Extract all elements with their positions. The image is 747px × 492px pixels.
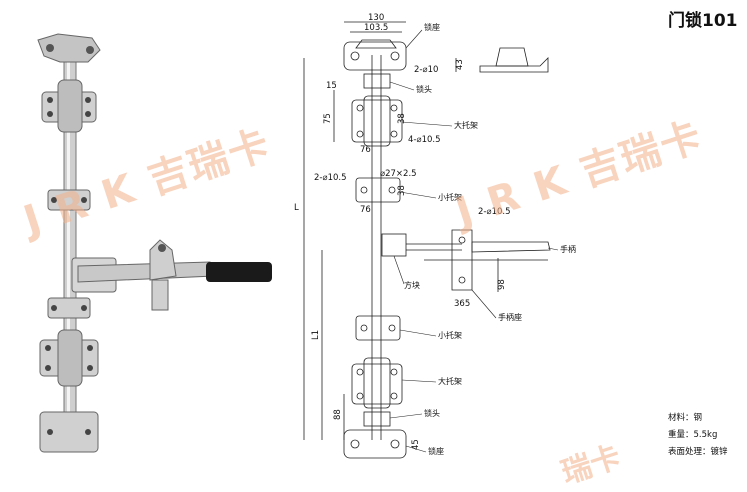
page-title: 门锁101 <box>668 11 738 31</box>
spec-weight: 重量：5.5kg <box>668 430 718 440</box>
label-square-block: 方块 <box>404 280 420 290</box>
label-small-bracket-mid: 小托架 <box>438 330 462 340</box>
technical-drawing: 130 103.5 2-⌀10 43 15 75 38 4-⌀10.5 76 2… <box>37 13 576 459</box>
label-big-bracket-bottom: 大托架 <box>438 376 462 386</box>
dim-38-top: 38 <box>397 113 407 124</box>
dim-45: 45 <box>411 439 421 450</box>
spec-material: 材料：钢 <box>668 413 703 423</box>
label-small-bracket-top: 小托架 <box>438 192 462 202</box>
label-lock-head-bottom: 锁头 <box>424 408 440 418</box>
dim-88: 88 <box>333 409 343 420</box>
dim-365: 365 <box>454 299 470 309</box>
product-photo <box>37 33 272 453</box>
label-lock-seat-top: 锁座 <box>424 22 440 32</box>
dim-tube: ⌀27×2.5 <box>380 169 417 179</box>
dim-L1: L1 <box>311 330 321 340</box>
dim-98: 98 <box>497 279 507 290</box>
spec-block: 材料：钢 重量：5.5kg 表面处理：镀锌 <box>668 410 728 461</box>
dim-L: L <box>294 203 299 213</box>
dim-76-small: 76 <box>360 205 371 215</box>
dim-103-5: 103.5 <box>364 23 388 33</box>
label-lock-seat-bottom: 锁座 <box>428 446 444 456</box>
label-lock-head-top: 锁头 <box>416 84 432 94</box>
dim-75: 75 <box>323 113 333 124</box>
dim-38-small: 38 <box>397 185 407 196</box>
label-handle: 手柄 <box>560 244 576 254</box>
dim-76-top: 76 <box>360 145 371 155</box>
label-big-bracket-top: 大托架 <box>454 120 478 130</box>
drawing-stage: J R K 吉瑞卡 J R K 吉瑞卡 瑞卡 <box>18 11 738 491</box>
dim-hole-2-10: 2-⌀10 <box>414 65 438 75</box>
label-handle-seat: 手柄座 <box>498 312 522 322</box>
dim-130: 130 <box>368 13 384 23</box>
dim-15: 15 <box>326 81 337 91</box>
dim-hole-2-10-5-handle: 2-⌀10.5 <box>478 207 511 217</box>
spec-finish: 表面处理：镀锌 <box>668 447 728 457</box>
dim-hole-2-10-5-top: 2-⌀10.5 <box>314 173 347 183</box>
dim-43: 43 <box>455 59 465 70</box>
dim-hole-4-10-5: 4-⌀10.5 <box>408 135 441 145</box>
schematic <box>303 21 551 459</box>
